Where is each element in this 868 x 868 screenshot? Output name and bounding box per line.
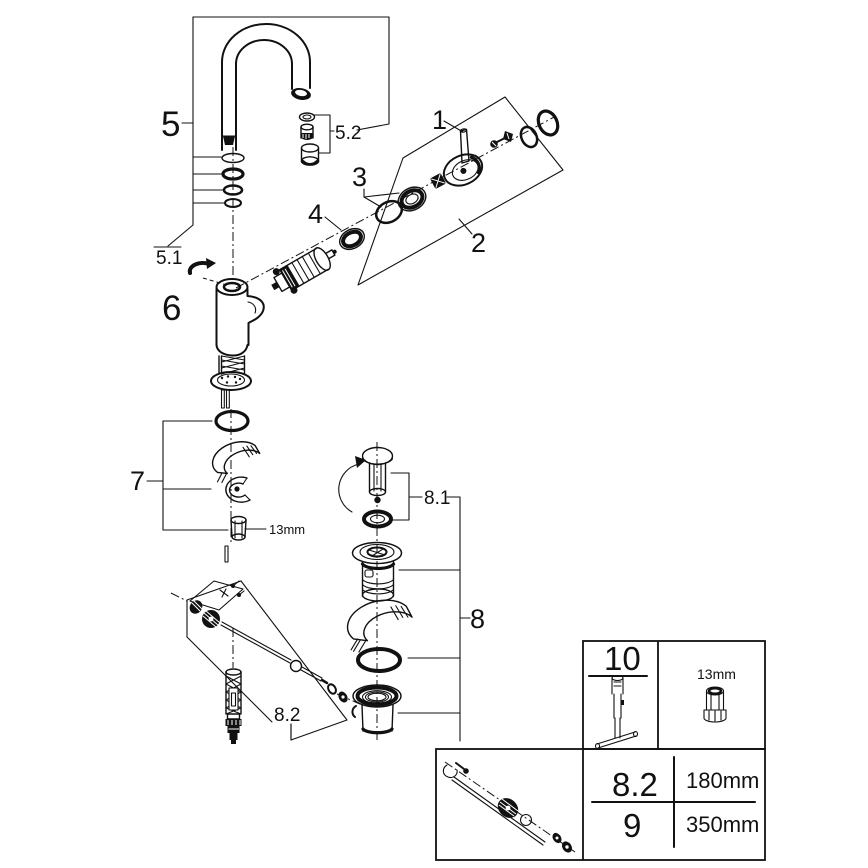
callout-1: 1 [432, 105, 447, 135]
callout-8: 8 [470, 604, 485, 634]
cartridge-axis [235, 115, 557, 289]
supply-hose [225, 628, 242, 744]
mounting-nut-13mm [230, 515, 267, 541]
faucet-body [210, 278, 265, 409]
drain-wedge [346, 599, 413, 653]
callout-6: 6 [162, 289, 181, 328]
table-ref-8-2: 8.2 [612, 766, 658, 803]
callout-4: 4 [308, 199, 323, 229]
table-socket-size: 13mm [697, 666, 736, 682]
callout-7: 7 [130, 466, 145, 496]
socket-13mm-icon [703, 686, 727, 723]
tool-10-icon [594, 674, 639, 750]
handle-group-outline [357, 96, 564, 286]
drain-nut-body [351, 684, 402, 735]
handle-assembly [430, 109, 560, 189]
linkage-8-2 [170, 580, 361, 741]
aerator-parts [298, 112, 320, 166]
callout-8-2: 8.2 [274, 705, 300, 726]
callout-5-1: 5.1 [156, 248, 182, 269]
retaining-clip [187, 258, 231, 287]
spout-o-rings [221, 147, 245, 280]
callout-8-1: 8.1 [424, 488, 450, 509]
length-table [435, 748, 766, 861]
seal-rings-3-4 [324, 186, 427, 251]
drain-o-ring [356, 647, 402, 673]
handle-lever [442, 153, 484, 187]
drain-plug-8-1 [338, 442, 423, 740]
spout-group-outline [153, 16, 390, 248]
cartridge [271, 247, 337, 294]
drain-assembly-8 [346, 496, 471, 742]
legend-tables [435, 640, 766, 861]
mounting-parts-7 [146, 409, 267, 563]
table-value-180mm: 180mm [686, 768, 759, 793]
callout-5-2: 5.2 [335, 123, 361, 144]
table-value-350mm: 350mm [686, 812, 759, 837]
table-ref-9: 9 [623, 807, 641, 844]
callout-2: 2 [471, 228, 486, 258]
handle-pin [459, 128, 470, 164]
pop-up-rod [220, 621, 292, 664]
rod-kit-icon [442, 761, 576, 853]
callout-5: 5 [161, 105, 180, 144]
table-tool-ref: 10 [604, 640, 641, 677]
spout [221, 23, 311, 151]
wrench-size-label: 13mm [269, 522, 305, 537]
callout-3: 3 [352, 162, 367, 192]
horseshoe-clamp [225, 476, 251, 503]
mounting-plate [189, 580, 244, 611]
